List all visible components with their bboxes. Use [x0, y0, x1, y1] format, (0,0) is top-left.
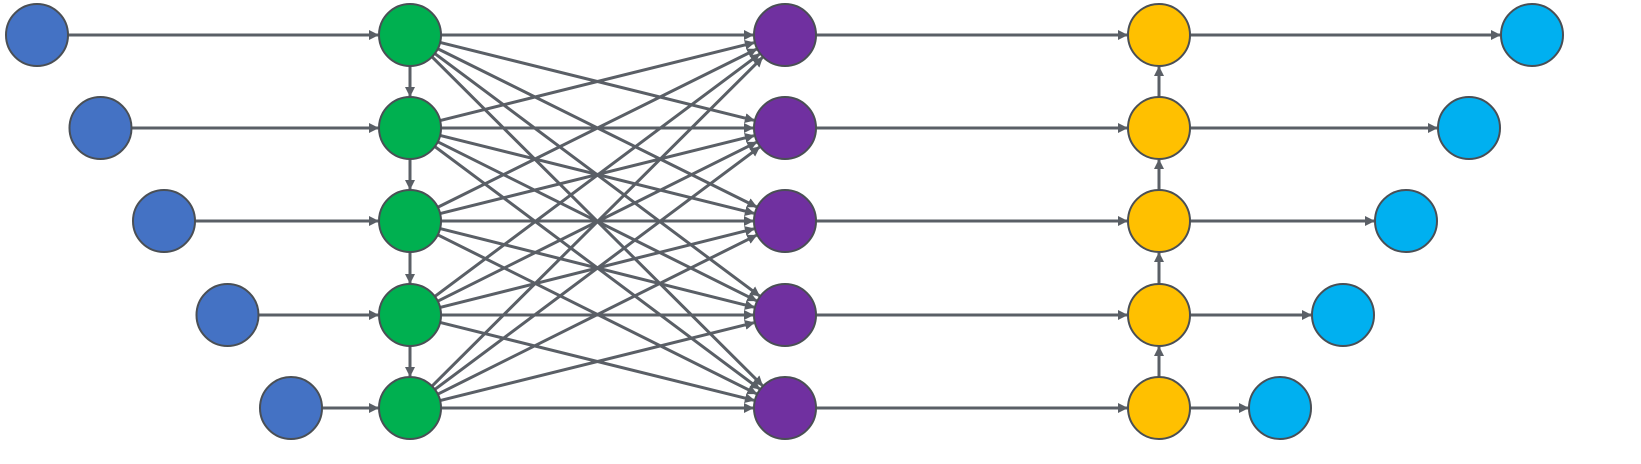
output-node-3: [1374, 189, 1438, 253]
output-node-5: [1248, 376, 1312, 440]
edge-encoder-to-middle: [439, 320, 755, 402]
input-node-1: [5, 3, 69, 67]
middle-node-2: [753, 96, 817, 160]
encoder-node-5: [378, 376, 442, 440]
middle-node-3: [753, 189, 817, 253]
encoder-node-2: [378, 96, 442, 160]
encoder-node-1: [378, 3, 442, 67]
edge-encoder-to-middle: [439, 40, 755, 122]
edge-encoder-to-middle: [433, 52, 761, 298]
edges-layer: [68, 30, 1501, 413]
output-node-2: [1437, 96, 1501, 160]
middle-node-4: [753, 283, 817, 347]
edge-encoder-to-middle: [437, 47, 758, 209]
decoder-node-5: [1127, 376, 1191, 440]
output-node-1: [1500, 3, 1564, 67]
decoder-node-4: [1127, 283, 1191, 347]
encoder-node-3: [378, 189, 442, 253]
decoder-node-1: [1127, 3, 1191, 67]
input-node-3: [132, 189, 196, 253]
nodes-layer: [5, 3, 1564, 440]
middle-node-1: [753, 3, 817, 67]
edge-encoder-to-middle: [430, 56, 764, 388]
encoder-node-4: [378, 283, 442, 347]
input-node-2: [68, 96, 133, 160]
edge-encoder-to-middle: [437, 233, 758, 396]
middle-node-5: [753, 376, 817, 440]
input-node-4: [195, 283, 260, 347]
output-node-4: [1311, 283, 1375, 347]
edge-encoder-to-middle: [433, 145, 761, 391]
decoder-node-3: [1127, 189, 1191, 253]
input-node-5: [259, 376, 323, 440]
decoder-node-2: [1127, 96, 1191, 160]
